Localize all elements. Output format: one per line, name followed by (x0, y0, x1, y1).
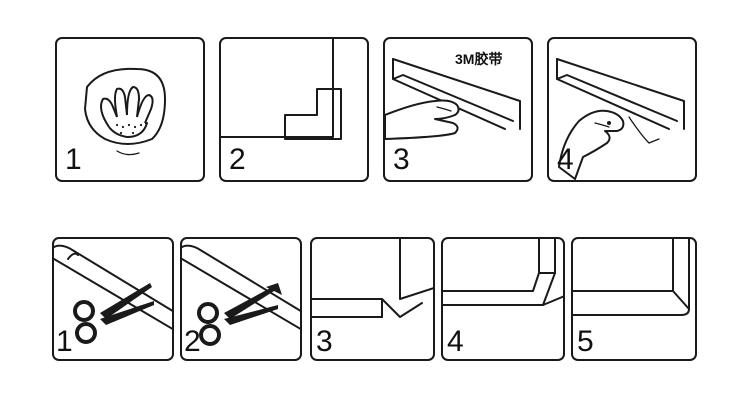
bottom-step-4-number: 4 (447, 325, 464, 358)
bottom-step-3-panel: 3 (310, 237, 435, 361)
top-step-3-number: 3 (393, 143, 410, 176)
scissors-cut-strip-icon (54, 244, 172, 344)
top-step-4-number: 4 (557, 143, 574, 176)
top-step-1-panel: 1 (55, 37, 205, 182)
bottom-step-5-panel: 5 (571, 237, 697, 361)
peel-backing-icon (556, 58, 685, 180)
hand-wiping-surface-icon (84, 67, 166, 156)
apply-strip-with-tape-icon (385, 58, 521, 140)
bottom-step-5-number: 5 (577, 325, 594, 358)
top-step-2-number: 2 (229, 143, 246, 176)
bottom-step-2-panel: 2 (180, 237, 302, 361)
edge-corner-step-3-icon (312, 239, 433, 318)
edge-corner-step-5-icon (573, 239, 690, 316)
bottom-step-4-panel: 4 (441, 237, 565, 361)
bottom-step-1-panel: 1 (52, 237, 174, 361)
bottom-step-3-number: 3 (316, 325, 333, 358)
edge-corner-step-4-icon (443, 239, 563, 306)
top-step-2-panel: 2 (219, 37, 369, 182)
scissors-cut-corner-icon (182, 244, 300, 346)
corner-guard-placement-icon (221, 39, 342, 140)
top-step-3-panel: 3M胶带 3 (383, 37, 533, 182)
tape-brand-label: 3M胶带 (455, 51, 503, 67)
top-step-1-number: 1 (65, 143, 82, 176)
top-step-4-panel: 4 (547, 37, 697, 182)
bottom-step-2-number: 2 (184, 325, 201, 358)
bottom-step-1-number: 1 (56, 325, 73, 358)
